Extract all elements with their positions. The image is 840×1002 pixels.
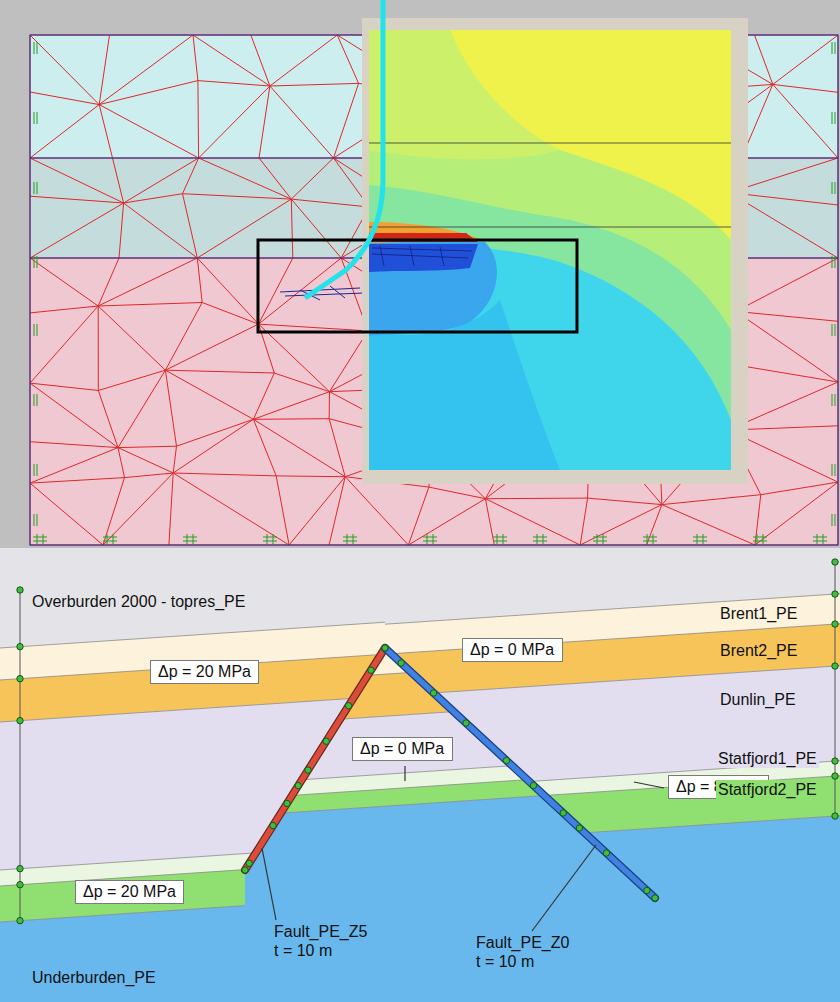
fault-name: Fault_PE_Z0 <box>474 933 571 952</box>
pressure-label: Δp = 0 MPa <box>470 640 554 660</box>
pressure-box: Δp = 20 MPa <box>75 880 184 904</box>
pressure-box: Δp = 20 MPa <box>150 660 259 684</box>
pressure-label: Δp = 20 MPa <box>158 662 251 682</box>
layer-name: Dunlin_PE <box>718 690 798 709</box>
layer-name: Brent2_PE <box>718 641 799 660</box>
fem-mesh-illustration <box>0 0 840 548</box>
layer-name: Statfjord2_PE <box>716 780 819 799</box>
layer-name: Underburden_PE <box>30 968 158 987</box>
layer-name: Statfjord1_PE <box>716 749 819 768</box>
pressure-label: Δp = 0 MPa <box>360 739 444 759</box>
layer-name: Brent1_PE <box>718 604 799 623</box>
pressure-box: Δp = 0 MPa <box>462 638 563 662</box>
leader-lines <box>262 766 664 931</box>
pressure-box: Δp = 0 MPa <box>352 737 453 761</box>
fault-thickness: t = 10 m <box>272 941 334 960</box>
layer-name: Overburden 2000 - topres_PE <box>30 592 247 611</box>
fault-thickness: t = 10 m <box>474 952 536 971</box>
fault-name: Fault_PE_Z5 <box>272 922 369 941</box>
pressure-label: Δp = 20 MPa <box>83 882 176 902</box>
